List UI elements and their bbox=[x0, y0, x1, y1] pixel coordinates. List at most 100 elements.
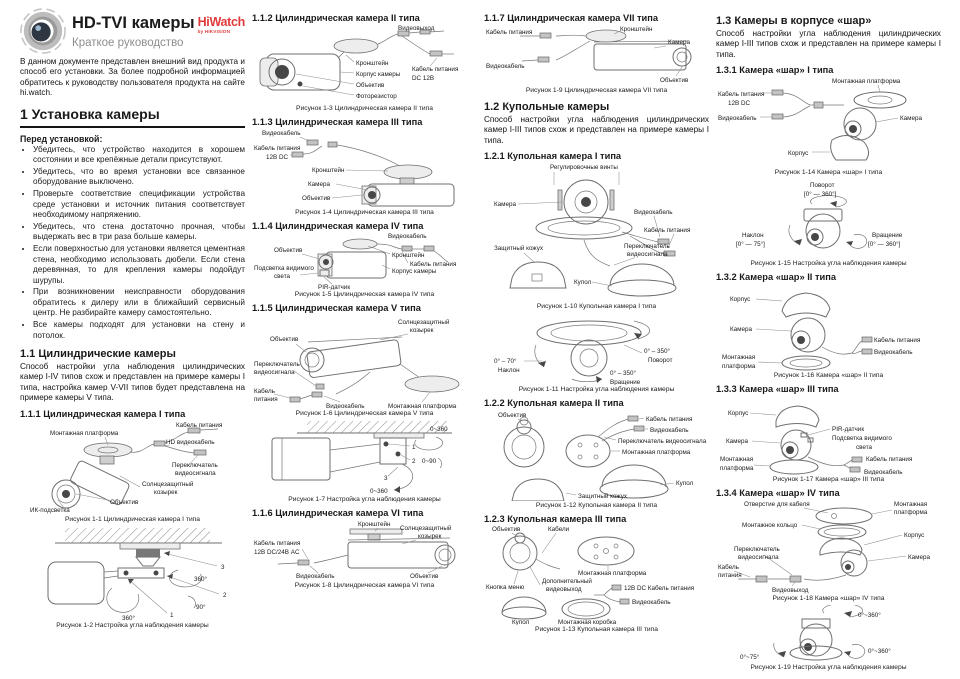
section-1-1-1-heading: 1.1.1 Цилиндрическая камера I типа bbox=[20, 408, 186, 419]
figure-label: Видеокабель bbox=[650, 426, 689, 434]
section-1-1-7-heading: 1.1.7 Цилиндрическая камера VII типа bbox=[484, 13, 659, 23]
figure-label: 0°~360° bbox=[868, 647, 891, 655]
figure-1-9-caption: Рисунок 1-9 Цилиндрическая камера VII ти… bbox=[525, 87, 668, 94]
figure-1-10-caption: Рисунок 1-10 Купольная камера I типа bbox=[536, 303, 657, 311]
figure-label: 1 bbox=[412, 444, 416, 451]
section-1-3-1-heading: 1.3.1 Камера «шар» I типа bbox=[716, 65, 834, 76]
figure-1-19-caption: Рисунок 1-19 Настройка угла наблюдения к… bbox=[750, 664, 907, 672]
bullet-camera-2-drawing bbox=[259, 29, 454, 96]
doc-title: HD-TVI камеры bbox=[72, 14, 195, 32]
turret-camera-3-drawing bbox=[749, 405, 863, 475]
figure-label: Кронштейн bbox=[392, 251, 425, 259]
figure-label: света bbox=[274, 273, 291, 280]
figure-label: Объектив bbox=[660, 76, 689, 84]
figure-1-12-caption: Рисунок 1-12 Купольная камера II типа bbox=[535, 502, 658, 510]
figure-label: Регулировочные винты bbox=[550, 164, 618, 171]
figure-1-8-caption: Рисунок 1-8 Цилиндрическая камера VI тип… bbox=[294, 582, 435, 589]
list-item: При возникновении неисправности оборудов… bbox=[33, 287, 245, 318]
figure-label: Защитный кожух bbox=[578, 492, 628, 500]
figure-label: Кабели bbox=[548, 525, 570, 533]
figure-1-6-diagram: Солнцезащитный козырек Объектив Переключ… bbox=[254, 318, 460, 409]
figure-1-14-caption: Рисунок 1-14 Камера «шар» I типа bbox=[774, 169, 883, 177]
figure-label: платформа bbox=[894, 509, 928, 516]
figure-label: Кабель bbox=[254, 387, 276, 395]
before-install-title: Перед установкой: bbox=[20, 133, 103, 144]
figure-label: платформа bbox=[722, 363, 756, 370]
figure-label: Монтажная платформа bbox=[622, 449, 691, 456]
figure-1-3-caption: Рисунок 1-3 Цилиндрическая камера II тип… bbox=[296, 105, 433, 112]
figure-1-15-caption: Рисунок 1-15 Настройка угла наблюдения к… bbox=[750, 260, 907, 268]
figure-label: видеосигнала bbox=[254, 369, 295, 376]
figure-label: [0° — 360°] bbox=[868, 240, 901, 248]
figure-1-5-caption: Рисунок 1-5 Цилиндрическая камера IV тип… bbox=[294, 291, 435, 298]
figure-1-9-diagram: Кронштейн Кабель питания Камера Видеокаб… bbox=[486, 25, 692, 84]
list-item: Убедитесь, что во время установки все св… bbox=[33, 167, 245, 188]
figure-1-18-diagram: Отверстие для кабеля Монтажная платформа… bbox=[718, 500, 931, 594]
figure-label: Видеокабель bbox=[486, 62, 525, 70]
hiwatch-logo: HiWatch by HIKVISION bbox=[198, 16, 246, 34]
figure-1-1-caption: Рисунок 1-1 Цилиндрическая камера I типа bbox=[64, 515, 201, 523]
figure-label: платформа bbox=[720, 465, 754, 472]
figure-1-12-diagram: Объектив Кабель питания Видеокабель Пере… bbox=[498, 411, 707, 502]
column-2: 1.1.2 Цилиндрическая камера II типа Виде… bbox=[252, 8, 477, 674]
figure-label: 360° bbox=[194, 575, 208, 583]
figure-label: Купол bbox=[676, 480, 694, 487]
figure-label: Переключатель bbox=[172, 462, 219, 469]
figure-label: 0~360 bbox=[430, 426, 448, 433]
figure-label: видеосигнала bbox=[738, 554, 779, 561]
figure-label: света bbox=[856, 444, 873, 451]
figure-1-2-caption: Рисунок 1-2 Настройка угла наблюдения ка… bbox=[56, 621, 209, 629]
figure-label: Кронштейн bbox=[356, 59, 389, 67]
dome-camera-1-drawing bbox=[509, 172, 677, 297]
figure-label: Монтажная платформа bbox=[388, 403, 457, 409]
figure-label: Наклон bbox=[498, 367, 520, 374]
bullet-camera-4-drawing bbox=[299, 238, 449, 285]
figure-label: PIR-датчик bbox=[318, 284, 350, 290]
figure-label: видеосигнала bbox=[175, 470, 216, 477]
figure-1-6-caption: Рисунок 1-6 Цилиндрическая камера V типа bbox=[295, 410, 434, 417]
figure-label: питания bbox=[718, 572, 742, 579]
figure-label: Видеовыход bbox=[398, 25, 435, 32]
figure-label: Переключатель bbox=[624, 243, 671, 250]
figure-label: Переключатель видеосигнала bbox=[618, 438, 707, 445]
figure-label: 2 bbox=[223, 592, 227, 599]
camera-lens-icon bbox=[20, 8, 66, 54]
figure-label: Наклон bbox=[742, 232, 764, 239]
figure-label: Кабель питания bbox=[410, 260, 456, 268]
lens-drawing bbox=[20, 8, 66, 54]
section-1-1-5-heading: 1.1.5 Цилиндрическая камера V типа bbox=[252, 303, 421, 313]
figure-label: Кабель питания bbox=[486, 28, 532, 36]
figure-label: Видеокабель bbox=[296, 572, 335, 580]
section-1-3-title: 1.3 Камеры в корпусе «шар» bbox=[716, 15, 872, 27]
figure-label: козырек bbox=[410, 327, 434, 334]
figure-label: Объектив bbox=[302, 194, 331, 202]
figure-label: HD видеокабель bbox=[166, 438, 215, 446]
figure-label: 1 bbox=[170, 612, 174, 619]
figure-label: Кронштейн bbox=[358, 520, 391, 528]
figure-label: Камера bbox=[494, 201, 517, 208]
figure-label: Кронштейн bbox=[312, 166, 345, 174]
turret-camera-4-drawing bbox=[733, 507, 907, 587]
figure-label: Солнцезащитный bbox=[398, 318, 450, 326]
figure-1-2-diagram: 3 360° 2 90° 1 360° bbox=[47, 527, 227, 621]
figure-label: Корпус камеры bbox=[356, 71, 401, 78]
figure-label: Монтажная платформа bbox=[578, 570, 647, 577]
bullet-camera-1-drawing bbox=[51, 427, 219, 509]
section-1-1-4-heading: 1.1.4 Цилиндрическая камера IV типа bbox=[252, 221, 424, 231]
angle-adjust-drawing bbox=[47, 527, 222, 613]
figure-label: Кронштейн bbox=[620, 25, 653, 33]
figure-label: Подсветка видимого bbox=[832, 435, 892, 442]
list-item: Убедитесь, что устройство находится в хо… bbox=[33, 145, 245, 166]
list-item: Все камеры подходят для установки на сте… bbox=[33, 320, 245, 341]
figure-label: Кабель питания bbox=[874, 336, 920, 344]
figure-label: 3 bbox=[221, 564, 225, 571]
figure-label: Монтажное кольцо bbox=[742, 522, 798, 529]
list-item: Если поверхностью для установки является… bbox=[33, 244, 245, 286]
bullet-camera-7-drawing bbox=[520, 29, 692, 77]
list-item: Проверьте соответствие спецификации устр… bbox=[33, 189, 245, 220]
figure-label: Видеокабель bbox=[634, 208, 673, 216]
figure-label: Кабель питания bbox=[646, 415, 692, 423]
figure-1-16-diagram: Корпус Камера Кабель питания Видеокабель… bbox=[722, 292, 920, 371]
column-4: 1.3 Камеры в корпусе «шар» Способ настро… bbox=[716, 8, 941, 674]
figure-label: Поворот bbox=[648, 357, 673, 364]
